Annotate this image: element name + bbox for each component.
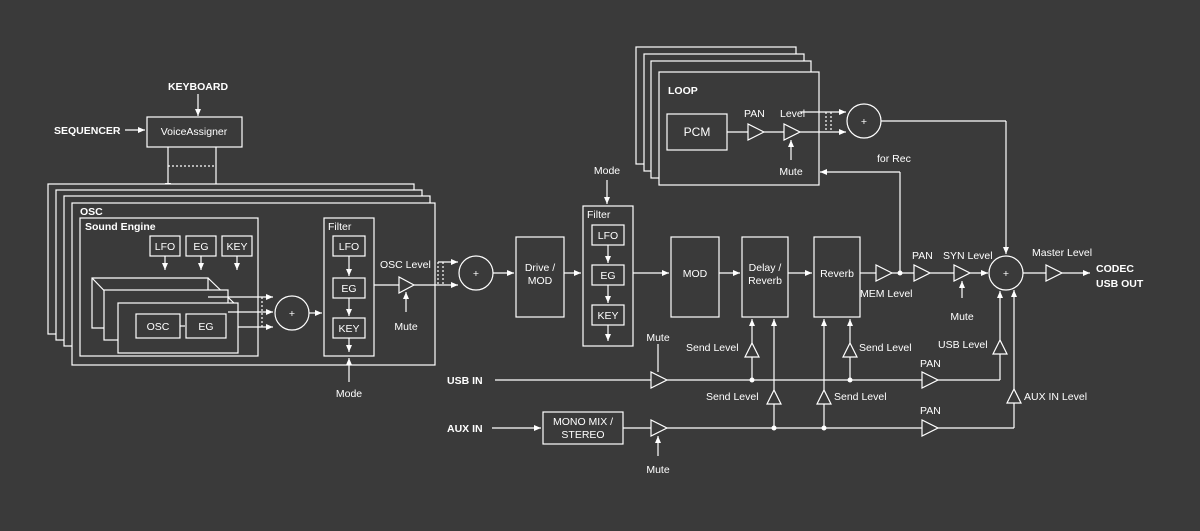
usb-send-reverb-amp <box>842 341 858 358</box>
drive-mod-label-2: MOD <box>528 275 553 287</box>
osc-filter-lfo-label: LFO <box>339 241 359 253</box>
loop-pan-label: PAN <box>744 108 765 120</box>
osc-filter-eg-label: EG <box>341 283 356 295</box>
mono-mix-label-1: MONO MIX / <box>553 416 613 428</box>
master-level-label: Master Level <box>1032 247 1092 259</box>
mem-level-amp <box>875 264 894 282</box>
loop-title: LOOP <box>668 85 698 97</box>
osc-mode-label: Mode <box>336 388 362 400</box>
usb-level-label: USB Level <box>938 339 988 351</box>
drive-mod-label-1: Drive / <box>525 262 555 274</box>
main-filter-title: Filter <box>587 209 611 221</box>
delay-reverb-label-1: Delay / <box>749 262 782 274</box>
se-eg-label: EG <box>193 241 208 253</box>
aux-in-label: AUX IN <box>447 423 483 435</box>
loop-sum-label: + <box>861 116 867 128</box>
aux-mute-label: Mute <box>646 464 670 476</box>
codec-label-1: CODEC <box>1096 263 1134 275</box>
loop-level-label: Level <box>780 108 805 120</box>
voice-osc-label: OSC <box>147 321 170 333</box>
syn-pan-amp <box>913 264 932 282</box>
voice-eg-box <box>185 313 227 339</box>
osc-title: OSC <box>80 206 103 218</box>
osc-filter-key-label: KEY <box>338 323 359 335</box>
voice-assigner-box <box>146 116 243 148</box>
sequencer-label: SEQUENCER <box>54 125 121 137</box>
voice-osc-box <box>135 313 181 339</box>
loop-pan-amp <box>747 123 766 141</box>
aux-level-amp <box>1006 387 1022 404</box>
usb-in-label: USB IN <box>447 375 483 387</box>
pcm-label: PCM <box>684 125 711 139</box>
drive-mod-box <box>515 236 565 318</box>
mod-box <box>670 236 720 318</box>
codec-label-2: USB OUT <box>1096 278 1144 290</box>
mono-mix-box <box>542 411 624 445</box>
usb-send-reverb-label: Send Level <box>859 342 912 354</box>
usb-pan-label: PAN <box>920 358 941 370</box>
reverb-label: Reverb <box>820 268 854 280</box>
osc-sum-label: + <box>289 308 295 320</box>
se-lfo-label: LFO <box>155 241 175 253</box>
usb-send-delay-amp <box>744 341 760 358</box>
mem-level-label: MEM Level <box>860 288 913 300</box>
main-filter-eg-label: EG <box>600 270 615 282</box>
se-key-label: KEY <box>226 241 247 253</box>
usb-level-amp <box>992 338 1008 355</box>
loop-mute-label: Mute <box>779 166 803 178</box>
aux-send-reverb-amp <box>816 388 832 405</box>
for-rec-label: for Rec <box>877 153 911 165</box>
delay-reverb-label-2: Reverb <box>748 275 782 287</box>
osc-filter-title: Filter <box>328 221 352 233</box>
aux-send-reverb-label: Send Level <box>834 391 887 403</box>
osc-mix-label: + <box>473 268 479 280</box>
keyboard-label: KEYBOARD <box>168 81 229 93</box>
syn-mute-label: Mute <box>950 311 974 323</box>
voice-assigner-label: VoiceAssigner <box>161 126 228 138</box>
voice-eg-label: EG <box>198 321 213 333</box>
master-sum-label: + <box>1003 268 1009 280</box>
reverb-box <box>813 236 861 318</box>
main-filter-key-label: KEY <box>597 310 618 322</box>
sound-engine-title: Sound Engine <box>85 221 156 233</box>
main-filter-lfo-label: LFO <box>598 230 618 242</box>
filter-mode-label: Mode <box>594 165 620 177</box>
aux-level-label: AUX IN Level <box>1024 391 1087 403</box>
usb-pan-amp <box>921 371 940 389</box>
aux-pan-label: PAN <box>920 405 941 417</box>
aux-mute-amp <box>650 419 669 437</box>
syn-level-label: SYN Level <box>943 250 993 262</box>
usb-mute-amp <box>650 371 669 389</box>
usb-mute-label: Mute <box>646 332 670 344</box>
delay-reverb-box <box>741 236 789 318</box>
aux-send-delay-label: Send Level <box>706 391 759 403</box>
mod-label: MOD <box>683 268 708 280</box>
syn-level-amp <box>953 264 972 282</box>
loop-level-amp <box>783 123 802 141</box>
osc-level-amp <box>398 276 416 294</box>
syn-pan-label: PAN <box>912 250 933 262</box>
mono-mix-label-2: STEREO <box>561 429 604 441</box>
master-level-amp <box>1045 264 1064 282</box>
aux-send-delay-amp <box>766 388 782 405</box>
aux-pan-amp <box>921 419 940 437</box>
osc-mute-label: Mute <box>394 321 418 333</box>
usb-send-delay-label: Send Level <box>686 342 739 354</box>
osc-level-label: OSC Level <box>380 259 431 271</box>
